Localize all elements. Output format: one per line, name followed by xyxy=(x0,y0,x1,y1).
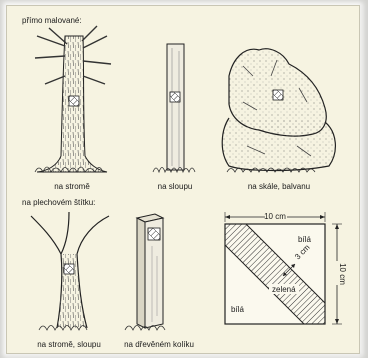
section-painted-label: přímo malované: xyxy=(22,16,82,25)
caption-wooden-post: na dřevěném kolíku xyxy=(124,340,194,349)
hiking-marker-illustration: přímo malované: na stromě na sloupu n xyxy=(6,5,360,354)
caption-pole: na sloupu xyxy=(158,182,193,191)
label-center: zelená xyxy=(272,285,296,294)
rock-drawing xyxy=(222,49,335,172)
label-bottom-left: bílá xyxy=(231,305,244,314)
wooden-post-marker xyxy=(148,228,160,240)
illustration-svg: přímo malované: na stromě na sloupu n xyxy=(7,6,359,353)
tree-plate-drawing xyxy=(31,212,109,330)
pole-drawing xyxy=(153,44,195,172)
caption-rock: na skále, balvanu xyxy=(248,182,310,191)
wooden-post-drawing xyxy=(125,214,165,330)
label-top-right: bílá xyxy=(298,235,311,244)
caption-tree-pole: na stromě, sloupu xyxy=(37,340,101,349)
rock-marker xyxy=(273,90,283,100)
marker-dimension-diagram: 10 cm 10 cm 3 cm bílá zelená bílá xyxy=(225,211,347,324)
pole-marker xyxy=(170,92,180,102)
tree-plate-marker xyxy=(64,264,74,274)
tree-drawing xyxy=(35,26,111,172)
dimension-height: 10 cm xyxy=(338,263,347,285)
tree-marker xyxy=(69,96,79,106)
caption-tree: na stromě xyxy=(54,182,90,191)
dimension-width: 10 cm xyxy=(264,212,286,221)
section-plate-label: na plechovém štítku: xyxy=(22,198,95,207)
